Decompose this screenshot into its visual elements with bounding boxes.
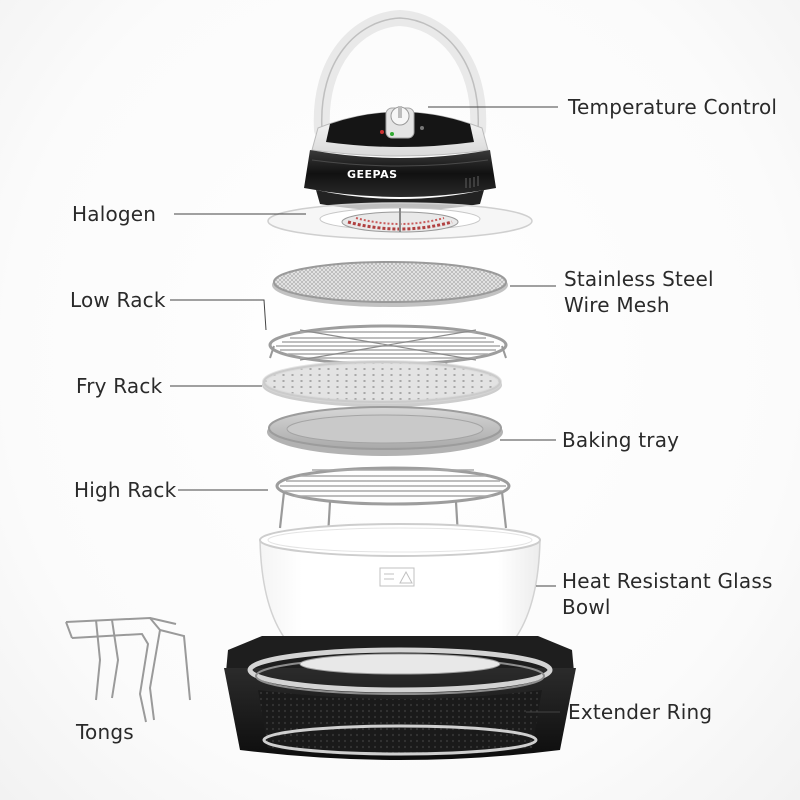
- leader-lines: [170, 106, 560, 713]
- label-wire-mesh: Wire Mesh: [564, 293, 670, 317]
- label-temperature-control: Temperature Control: [568, 95, 778, 119]
- halogen-element: [341, 208, 459, 233]
- lid-unit: GEEPAS: [267, 9, 533, 240]
- label-tongs: Tongs: [76, 720, 134, 744]
- label-baking-tray: Baking tray: [562, 428, 680, 452]
- high-rack: [275, 466, 511, 537]
- stainless-steel-wire-mesh: [272, 261, 508, 307]
- tongs: [65, 616, 191, 723]
- label-glass-bowl-line2: Bowl: [562, 595, 611, 619]
- label-glass-bowl: Heat Resistant Glass: [562, 569, 773, 593]
- label-stainless-steel: Stainless Steel: [564, 267, 714, 291]
- temperature-knob: [380, 106, 424, 139]
- low-rack: [268, 324, 508, 373]
- label-fry-rack: Fry Rack: [76, 374, 163, 398]
- fry-rack: [262, 360, 502, 407]
- label-halogen: Halogen: [72, 202, 157, 226]
- baking-tray: [267, 406, 503, 456]
- label-low-rack: Low Rack: [70, 288, 166, 312]
- leader-low-rack: [170, 299, 267, 331]
- brand-logo: GEEPAS: [347, 168, 398, 181]
- label-extender-ring: Extender Ring: [568, 700, 713, 724]
- label-high-rack: High Rack: [74, 478, 177, 502]
- base-unit: [224, 636, 576, 760]
